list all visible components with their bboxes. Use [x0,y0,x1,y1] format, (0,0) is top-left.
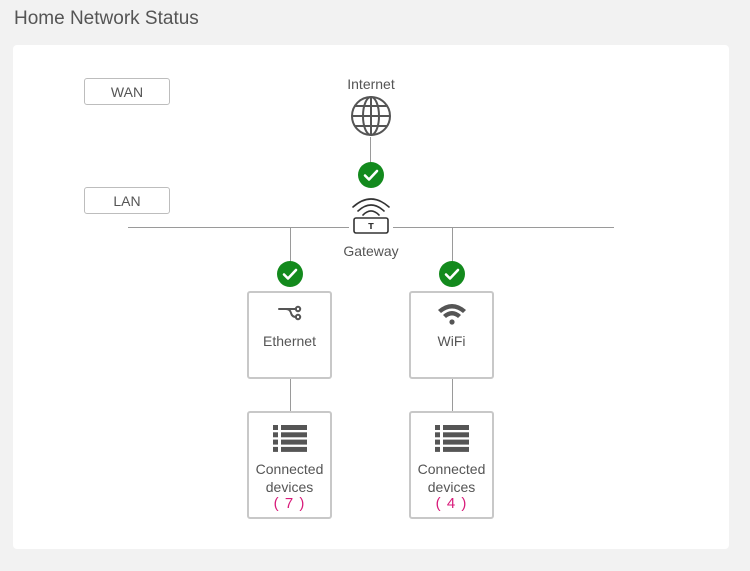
internet-link-line [370,137,371,163]
lan-zone-label: LAN [84,187,170,214]
wifi-device-count[interactable]: ( 4 ) [435,495,468,512]
wifi-drop-line [452,227,453,262]
wifi-node[interactable]: WiFi [409,291,494,379]
ethernet-devices-line1: Connected [255,461,324,477]
wifi-connected-devices[interactable]: Connected devices ( 4 ) [409,411,494,519]
ethernet-label: Ethernet [263,333,316,349]
ethernet-drop-line [290,227,291,262]
router-icon: T [349,193,393,235]
wifi-devices-line [452,379,453,412]
ethernet-device-count[interactable]: ( 7 ) [273,495,306,512]
ethernet-status-check-icon [277,261,303,287]
ethernet-connected-devices[interactable]: Connected devices ( 7 ) [247,411,332,519]
globe-icon [350,95,392,137]
svg-text:T: T [368,222,374,231]
wifi-devices-line2: devices [427,479,476,495]
wifi-status-check-icon [439,261,465,287]
ethernet-devices-line [290,379,291,412]
gateway-label: Gateway [343,243,399,259]
ethernet-icon [249,303,330,323]
page-title: Home Network Status [14,8,199,29]
wifi-devices-line1: Connected [417,461,486,477]
network-status-panel: WAN LAN Internet [13,45,729,549]
ethernet-node[interactable]: Ethernet [247,291,332,379]
list-icon [411,425,492,452]
wifi-label: WiFi [437,333,466,349]
internet-label: Internet [347,76,395,92]
internet-status-check-icon [358,162,384,188]
wifi-icon [411,301,492,325]
ethernet-devices-line2: devices [265,479,314,495]
list-icon [249,425,330,452]
wan-zone-label: WAN [84,78,170,105]
